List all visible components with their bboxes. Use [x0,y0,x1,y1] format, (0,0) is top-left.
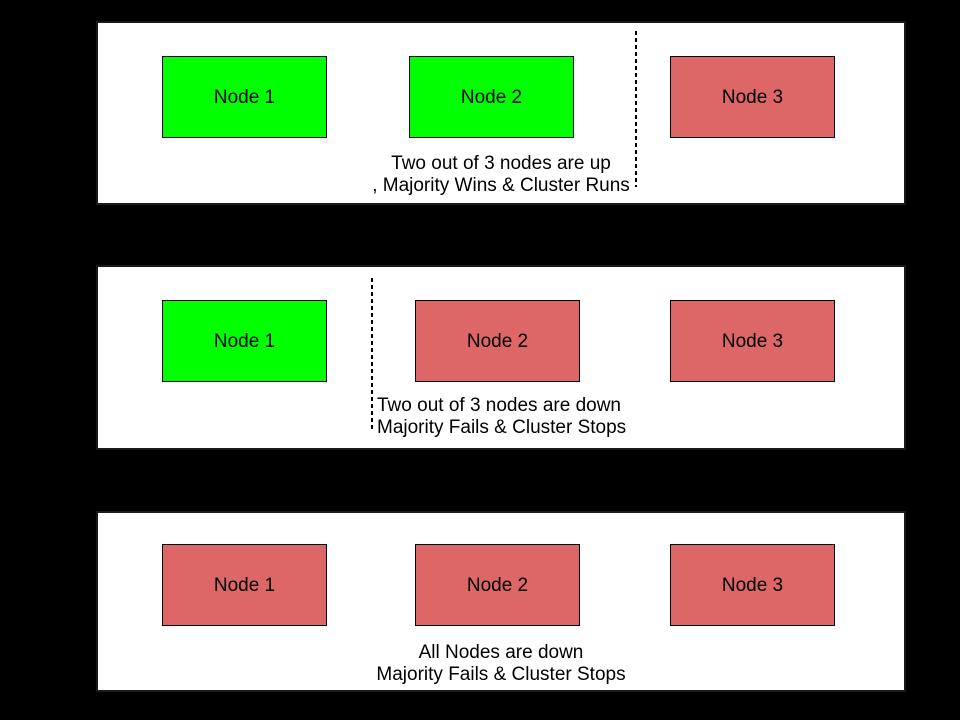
partition-divider-dashed-line [371,278,373,432]
node-1-label: Node 1 [213,330,276,352]
node-3-label: Node 3 [721,330,784,352]
node-2-box: Node 2 [415,544,580,626]
caption-line-1: Two out of 3 nodes are up [391,153,611,174]
caption-line-2: Majority Fails & Cluster Stops [377,417,627,438]
node-3-label: Node 3 [721,574,784,596]
panel-caption: Two out of 3 nodes are down Majority Fai… [377,395,626,439]
node-2-box: Node 2 [415,300,580,382]
node-3-box: Node 3 [670,56,835,138]
node-3-box: Node 3 [670,544,835,626]
node-2-label: Node 2 [460,86,523,108]
caption-line-1: All Nodes are down [418,642,584,663]
caption-line-2: , Majority Wins & Cluster Runs [372,175,630,196]
node-1-box: Node 1 [162,544,327,626]
node-3-label: Node 3 [721,86,784,108]
panel-caption: All Nodes are down Majority Fails & Clus… [98,642,904,686]
caption-line-2: Majority Fails & Cluster Stops [376,664,626,685]
node-1-label: Node 1 [213,574,276,596]
panel-two-nodes-down: Node 1 Node 2 Node 3 Two out of 3 nodes … [96,265,906,450]
panel-caption: Two out of 3 nodes are up , Majority Win… [98,153,904,197]
node-2-label: Node 2 [466,330,529,352]
node-1-box: Node 1 [162,300,327,382]
node-1-box: Node 1 [162,56,327,138]
node-3-box: Node 3 [670,300,835,382]
panel-two-nodes-up: Node 1 Node 2 Node 3 Two out of 3 nodes … [96,21,906,205]
panel-all-nodes-down: Node 1 Node 2 Node 3 All Nodes are down … [96,511,906,692]
node-2-box: Node 2 [409,56,574,138]
caption-line-1: Two out of 3 nodes are down [377,395,621,416]
node-1-label: Node 1 [213,86,276,108]
node-2-label: Node 2 [466,574,529,596]
partition-divider-dashed-line [635,31,637,187]
